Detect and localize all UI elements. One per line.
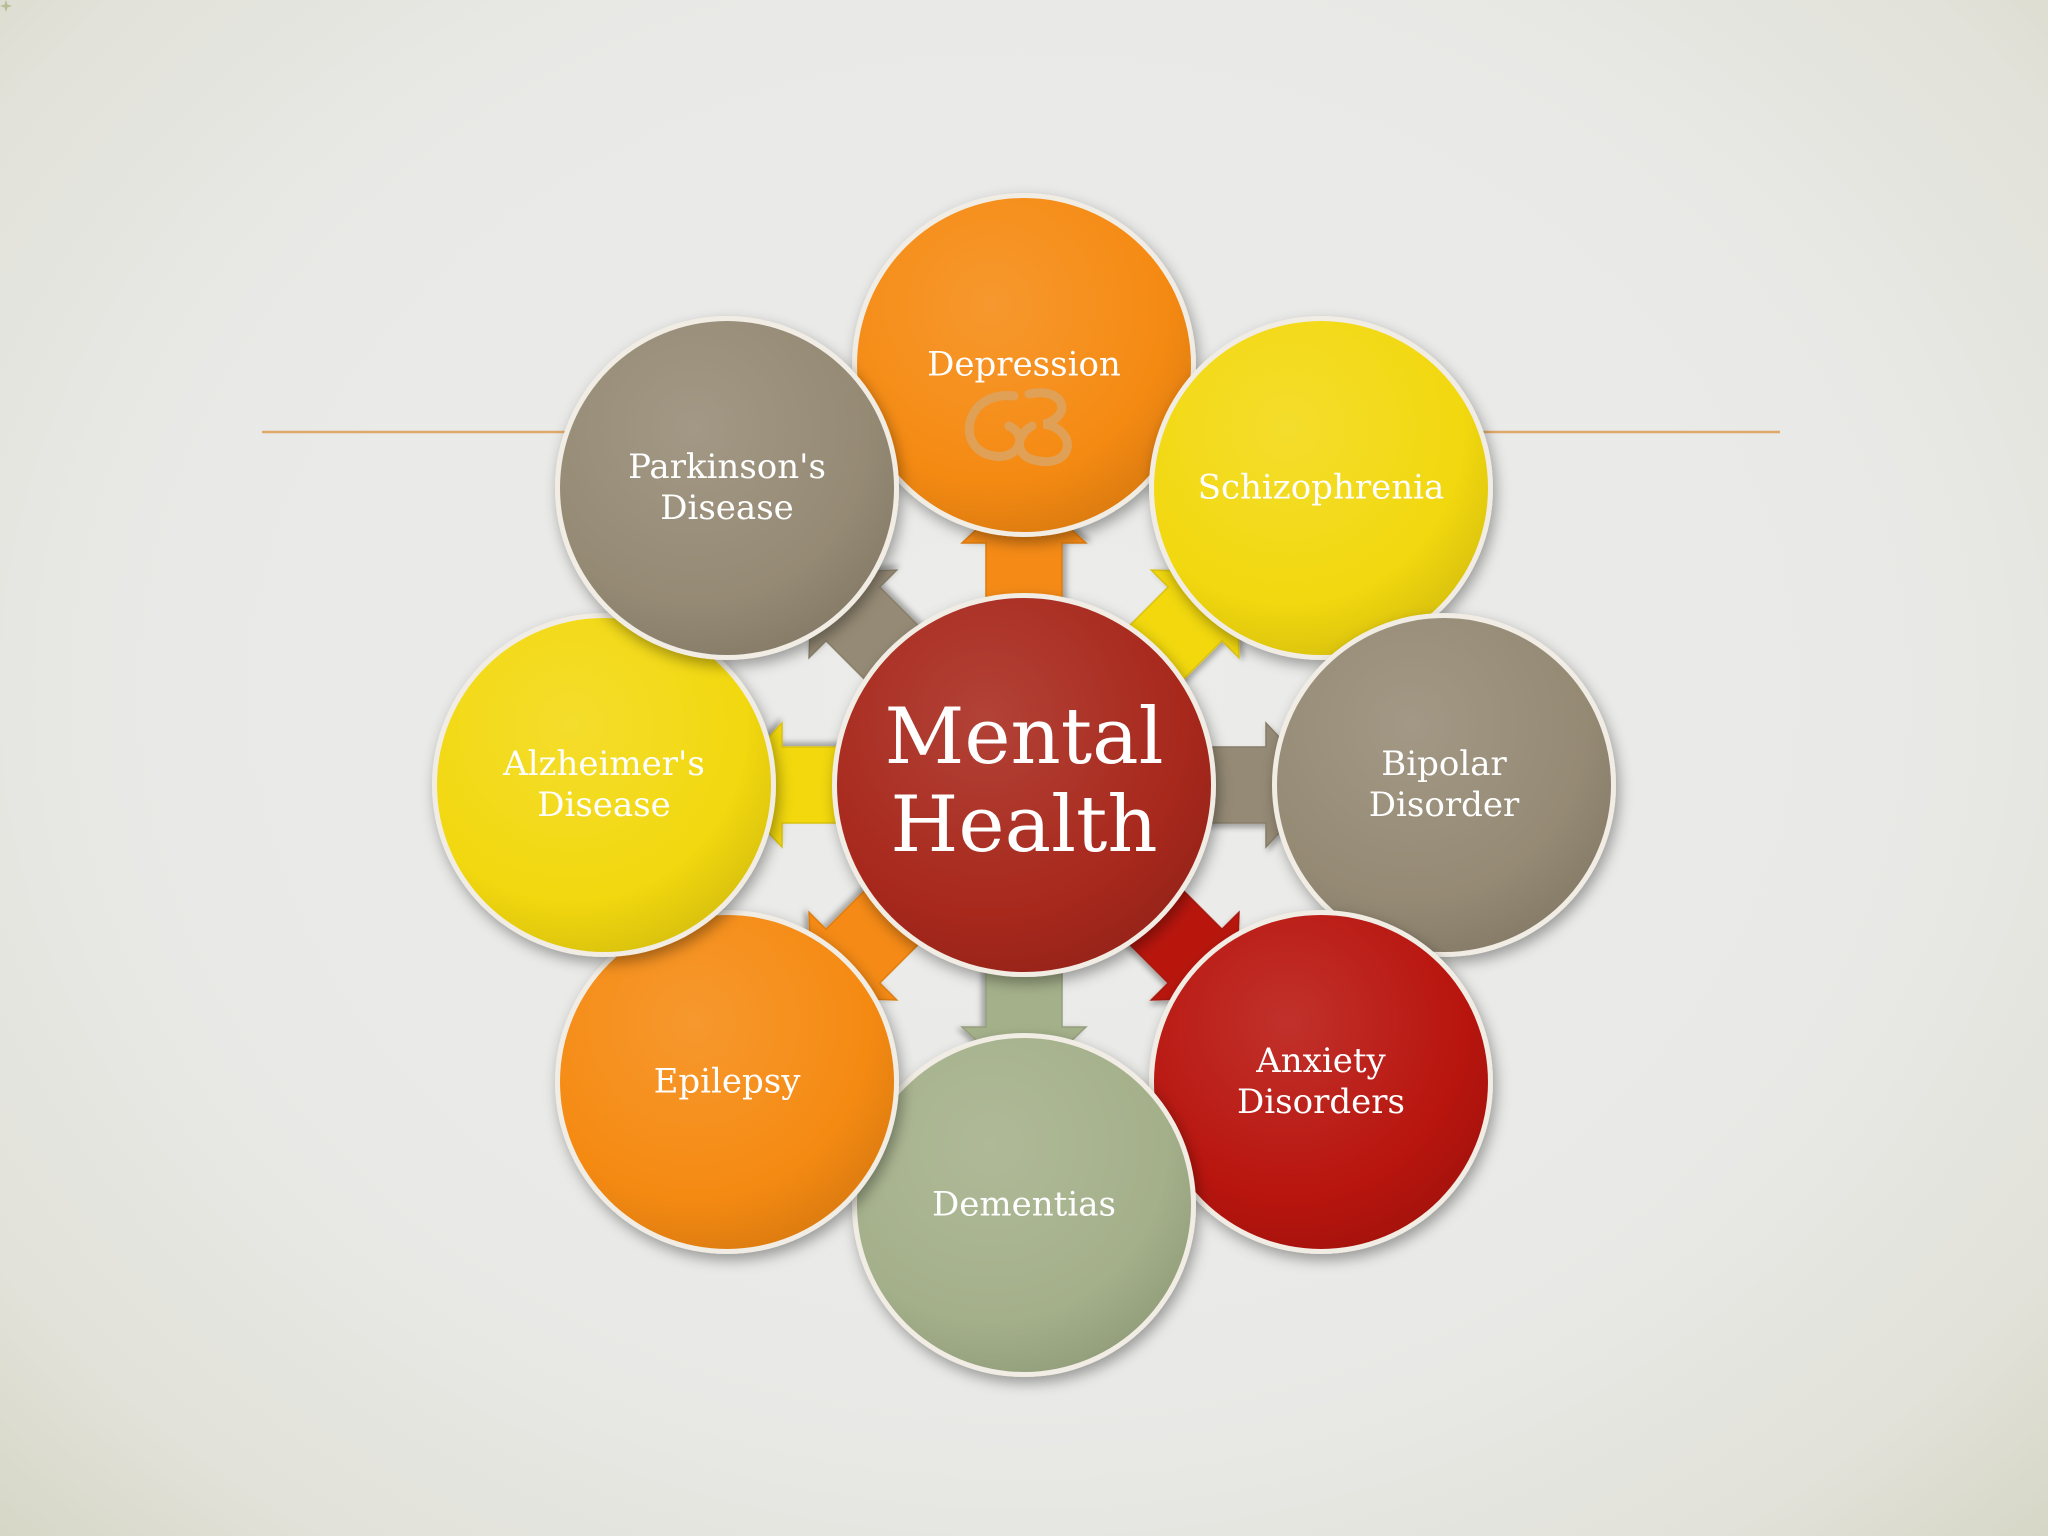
node-dementias <box>852 1033 1196 1377</box>
node-parkinsons-disease <box>555 316 900 661</box>
swirl-ornament-icon <box>964 388 1072 467</box>
node-bipolar-disorder <box>1272 613 1616 957</box>
node-anxiety-disorders <box>1148 909 1493 1254</box>
center-node <box>832 593 1216 977</box>
node-epilepsy <box>555 909 900 1254</box>
node-schizophrenia <box>1148 316 1493 661</box>
node-alzheimers-disease <box>432 613 776 957</box>
corner-ornament-icon <box>0 0 12 12</box>
node-depression <box>852 193 1196 537</box>
